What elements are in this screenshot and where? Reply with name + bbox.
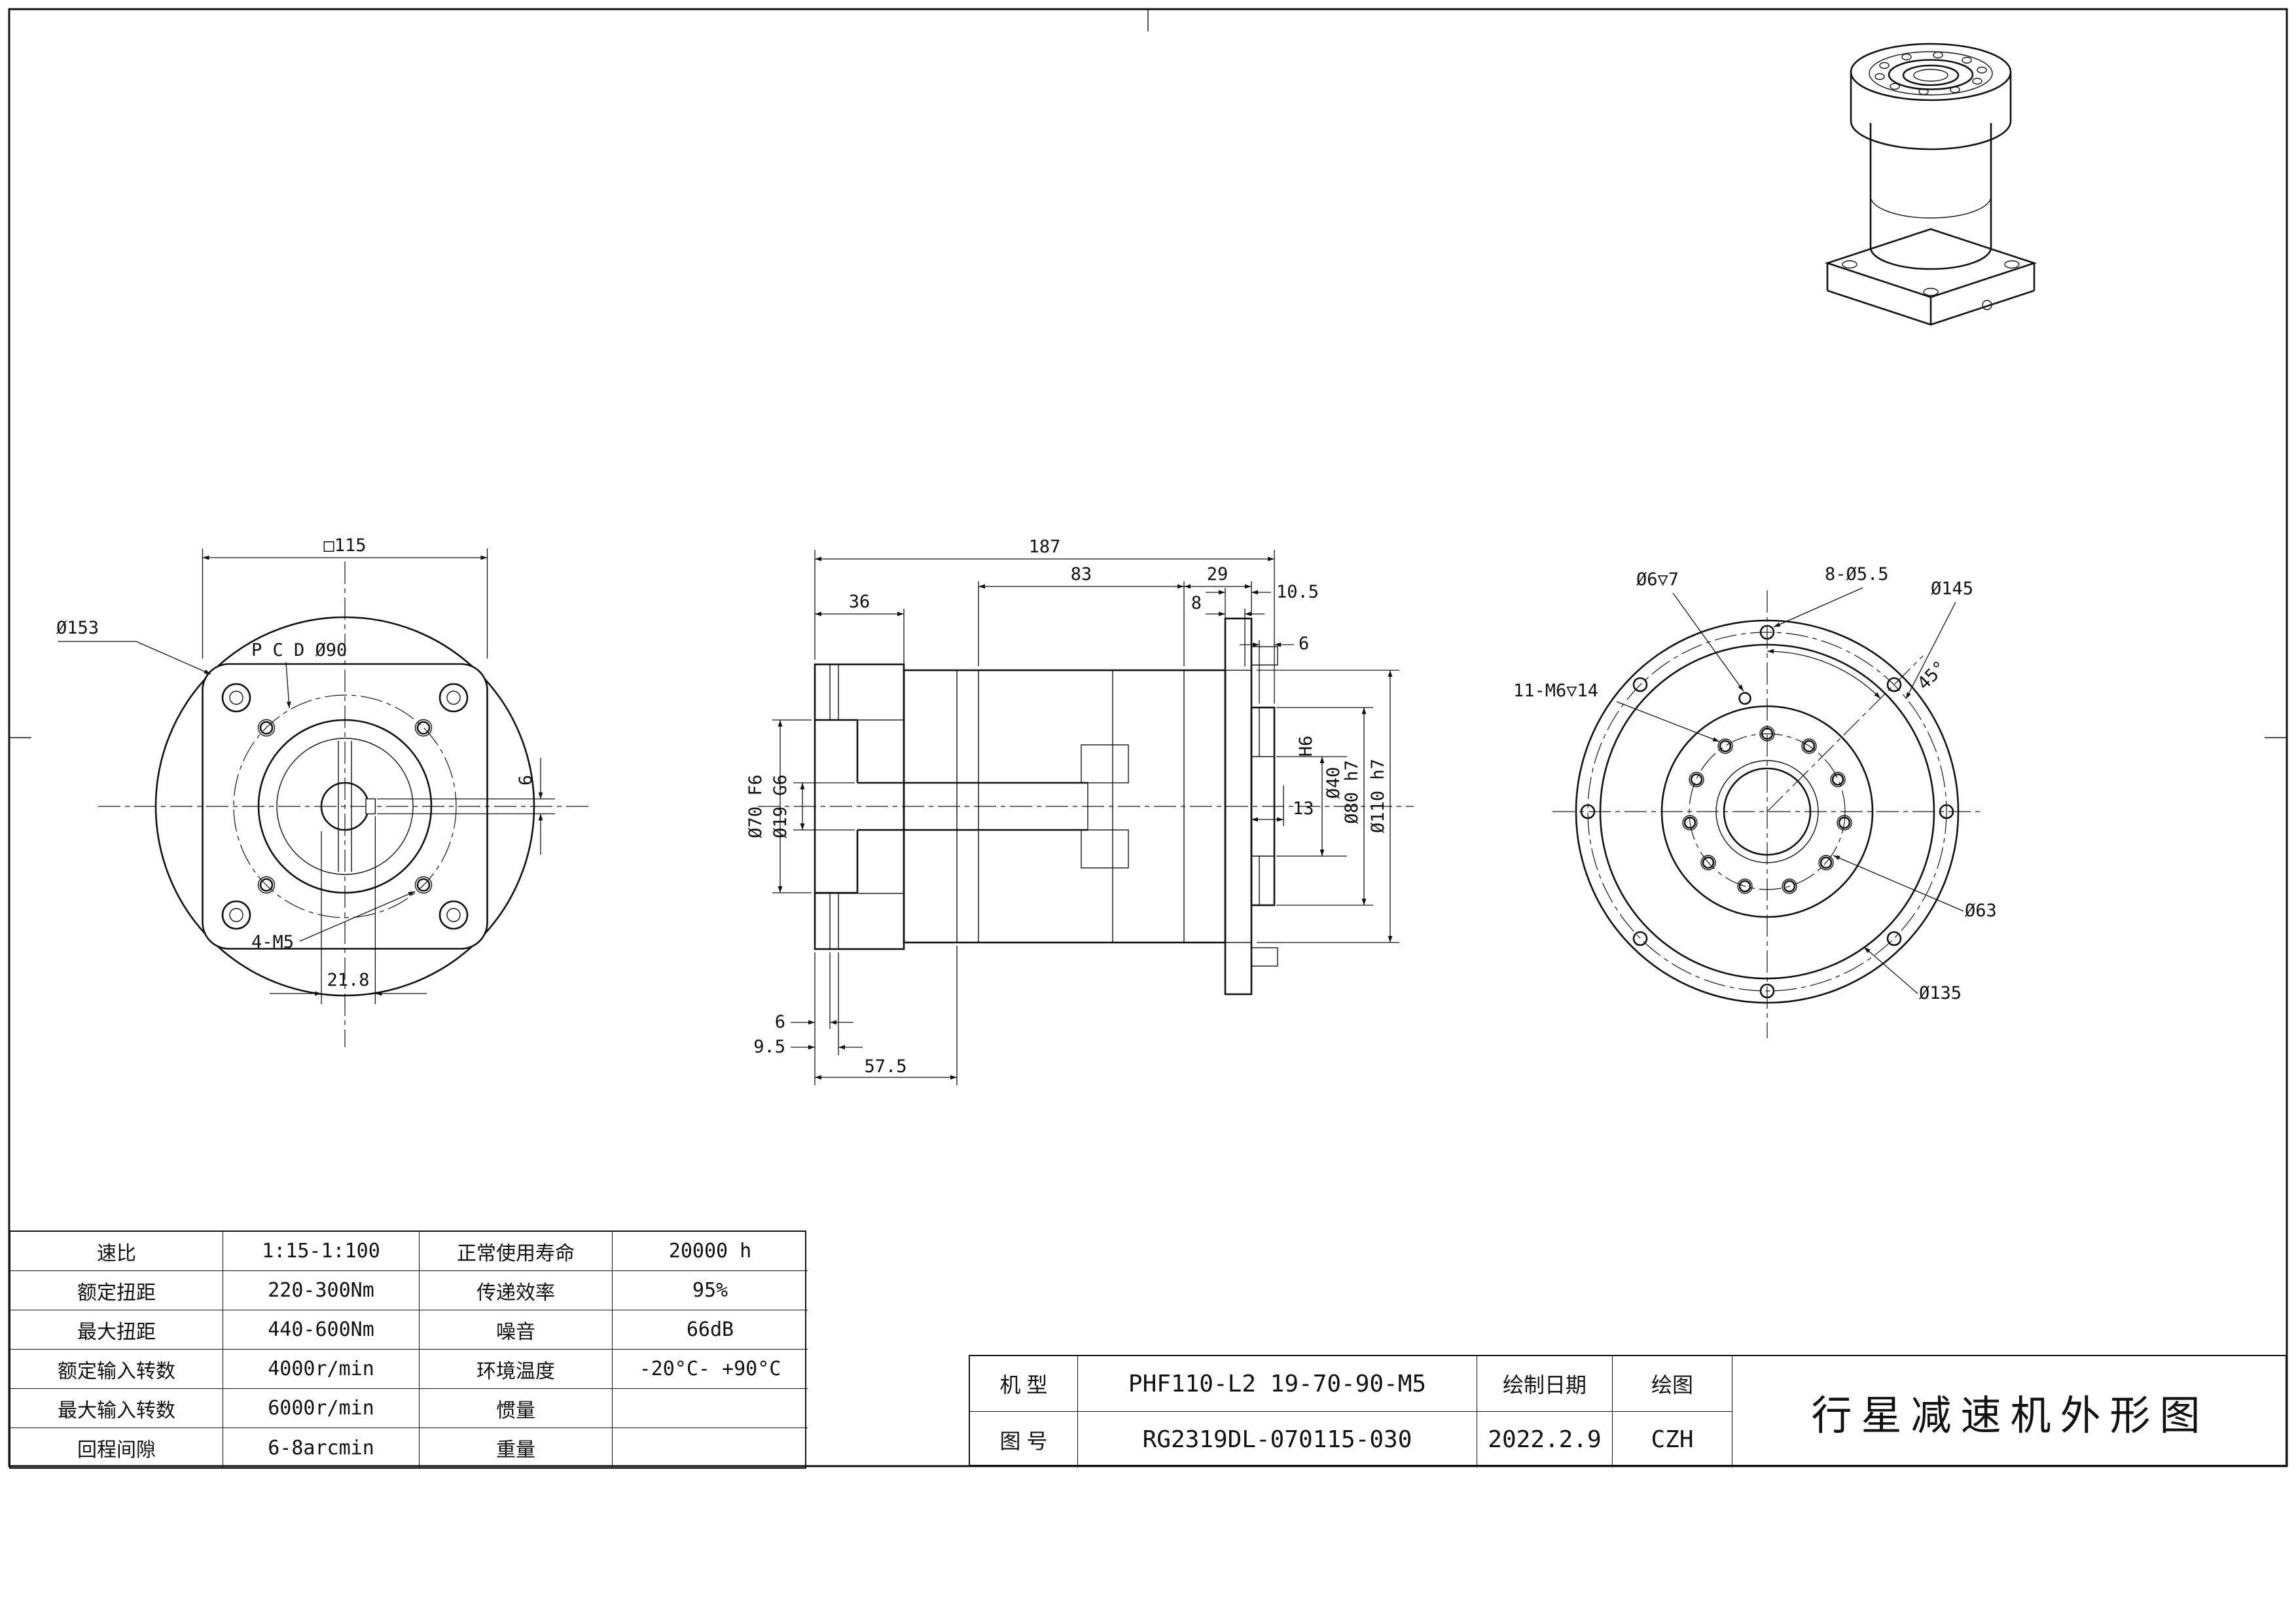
spec-value [613,1428,808,1467]
number-label: 图 号 [970,1412,1078,1467]
dim-sec-36: 36 [849,592,870,612]
spec-value: 1:15-1:100 [223,1232,420,1271]
dim-front-square: □115 [323,535,366,556]
dim-front-pcd: P C D Ø90 [251,640,347,660]
spec-label: 正常使用寿命 [420,1232,613,1271]
spec-value [613,1389,808,1428]
dim-sec-h6: H6 [1296,736,1316,757]
dim-sec-9-5: 9.5 [753,1037,785,1057]
spec-value: 20000 h [613,1232,808,1271]
dim-sec-8: 8 [1191,593,1202,613]
spec-value: 95% [613,1271,808,1310]
spec-label: 速比 [10,1232,223,1271]
rear-view: 45° Ø6▽7 8-Ø5.5 Ø145 11-M6▽14 Ø63 Ø135 [1513,564,1997,1038]
dim-rear-pin-hole: Ø6▽7 [1636,569,1679,590]
spec-label: 传递效率 [420,1271,613,1310]
spec-value: 66dB [613,1310,808,1350]
model-label: 机 型 [970,1356,1078,1412]
spec-value: 6000r/min [223,1389,420,1428]
title-block: 机 型 PHF110-L2 19-70-90-M5 绘制日期 绘图 行星减速机外… [969,1355,2287,1467]
dim-front-tapped-holes: 4-M5 [251,932,294,952]
model-value: PHF110-L2 19-70-90-M5 [1078,1356,1477,1412]
dim-sec-83: 83 [1071,564,1092,584]
dim-rear-body-dia: Ø135 [1919,983,1962,1003]
drawing-title: 行星减速机外形图 [1811,1393,2210,1439]
dim-rear-angle: 45° [1914,657,1950,694]
spec-value: 4000r/min [223,1350,420,1389]
spec-label: 回程间隙 [10,1428,223,1467]
dim-sec-6-top: 6 [1299,634,1309,654]
spec-label: 惯量 [420,1389,613,1428]
number-value: RG2319DL-070115-030 [1078,1412,1477,1467]
spec-label: 最大输入转数 [10,1389,223,1428]
draw-value: CZH [1613,1412,1732,1467]
dim-rear-bolt-pcd: Ø145 [1931,579,1973,599]
dim-rear-tapped-holes: 11-M6▽14 [1513,681,1598,701]
spec-value: -20°C- +90°C [613,1350,808,1389]
spec-label: 噪音 [420,1310,613,1350]
dim-rear-hub-pcd: Ø63 [1965,901,1997,921]
date-value: 2022.2.9 [1477,1412,1613,1467]
dim-sec-dia40: Ø40 [1323,767,1344,799]
date-label: 绘制日期 [1477,1356,1613,1412]
spec-label: 额定输入转数 [10,1350,223,1389]
dim-sec-29: 29 [1207,564,1229,584]
spec-value: 220-300Nm [223,1271,420,1310]
front-view: □115 Ø153 P C D Ø90 6 4-M5 21.8 [56,535,592,1047]
dim-front-key-width: 6 [516,775,536,785]
isometric-view [1824,43,2037,326]
draw-label: 绘图 [1613,1356,1732,1412]
spec-label: 额定扭距 [10,1271,223,1310]
dim-sec-13: 13 [1293,799,1314,819]
dim-sec-bore70: Ø70 F6 [745,774,766,838]
dim-rear-bolt-holes: 8-Ø5.5 [1825,564,1889,584]
dim-sec-10-5: 10.5 [1276,582,1319,602]
spec-value: 440-600Nm [223,1310,420,1350]
dim-front-outer-dia: Ø153 [56,618,99,638]
dim-sec-total: 187 [1029,537,1061,557]
spec-label: 最大扭距 [10,1310,223,1350]
spec-label: 重量 [420,1428,613,1467]
dim-sec-6-bot: 6 [775,1012,785,1032]
dim-front-keyway: 21.8 [327,970,369,990]
dim-sec-dia110: Ø110 h7 [1368,759,1388,833]
dim-sec-57-5: 57.5 [864,1056,906,1077]
dim-sec-bore19: Ø19 G6 [770,774,791,838]
dim-sec-dia80: Ø80 h7 [1342,760,1362,824]
spec-table: 速比 1:15-1:100 正常使用寿命 20000 h 额定扭距 220-30… [9,1231,808,1469]
section-view: 187 83 29 36 8 10.5 6 13 [745,537,1414,1085]
spec-label: 环境温度 [420,1350,613,1389]
spec-value: 6-8arcmin [223,1428,420,1467]
